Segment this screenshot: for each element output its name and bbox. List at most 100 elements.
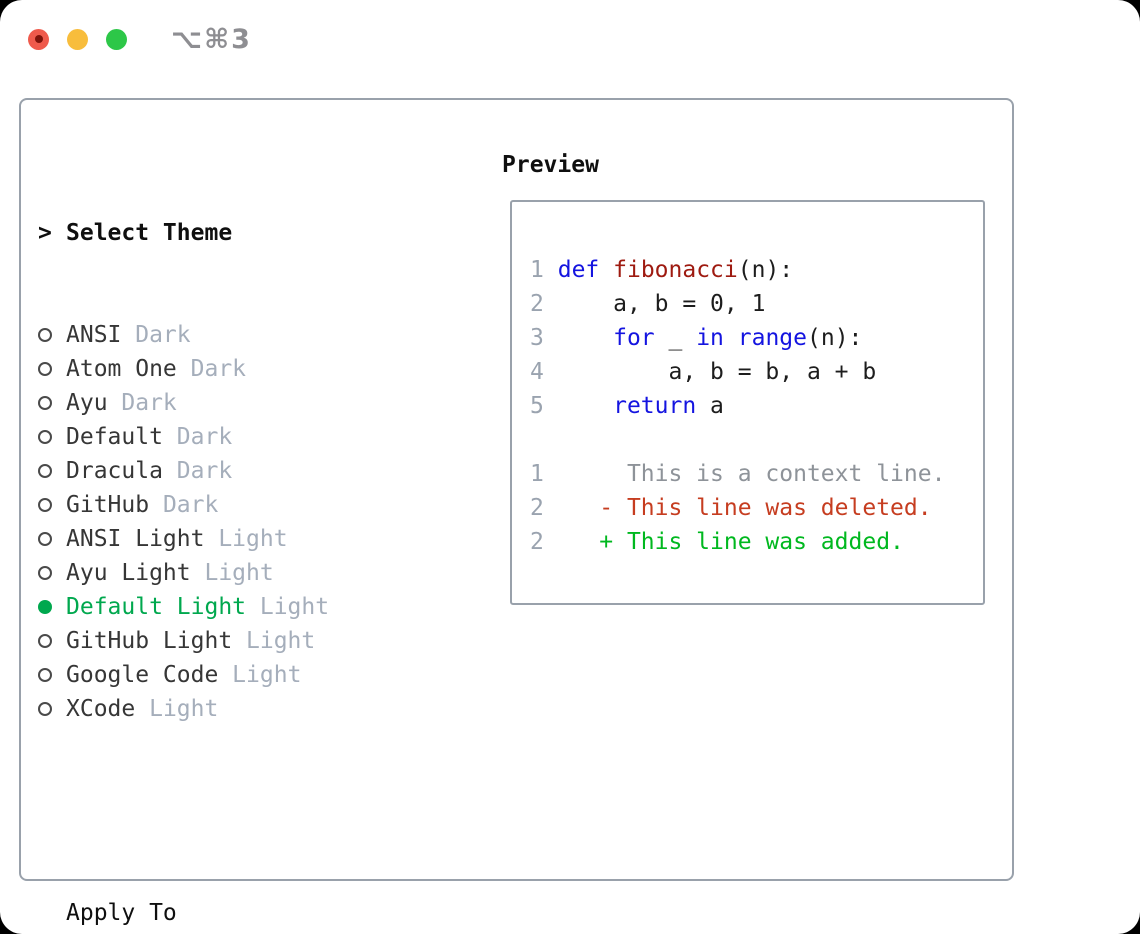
- theme-list-title: Select Theme: [66, 220, 233, 246]
- code-line: 1 def fibonacci(n):: [530, 253, 945, 287]
- theme-name: Default: [66, 424, 163, 450]
- code-line: 2 a, b = 0, 1: [530, 287, 945, 321]
- code-line: 4 a, b = b, a + b: [530, 355, 945, 389]
- diff-line-deleted: 2 - This line was deleted.: [530, 491, 945, 525]
- theme-name: Atom One: [66, 356, 177, 382]
- zoom-button[interactable]: [106, 28, 127, 50]
- diff-line-added: 2 + This line was added.: [530, 525, 945, 559]
- theme-name: XCode: [66, 696, 136, 722]
- theme-variant: Light: [135, 696, 219, 722]
- code-line: 5 return a: [530, 389, 945, 423]
- code-token: _: [654, 325, 697, 351]
- code-token: [724, 325, 738, 351]
- code-token: [599, 257, 613, 283]
- code-token: [558, 325, 613, 351]
- theme-item[interactable]: Dracula Dark: [38, 454, 426, 488]
- radio-icon: [38, 634, 52, 648]
- radio-icon: [38, 430, 52, 444]
- minimize-button[interactable]: [67, 28, 88, 50]
- theme-variant: Dark: [162, 424, 233, 450]
- radio-cell: [38, 430, 66, 444]
- titlebar: ⌥⌘3: [28, 24, 252, 55]
- radio-cell: [38, 634, 66, 648]
- radio-icon: [38, 702, 52, 716]
- theme-item[interactable]: Google Code Light: [38, 658, 426, 692]
- theme-item[interactable]: Default Light Light: [38, 590, 426, 624]
- apply-to-header: Apply To: [38, 896, 426, 930]
- code-token: a, b = b, a + b: [557, 359, 877, 385]
- code-token: [558, 393, 613, 419]
- code-token: (n):: [737, 257, 794, 283]
- line-number: 1: [530, 461, 544, 487]
- theme-name: Dracula: [66, 458, 163, 484]
- code-line: 3 for _ in range(n):: [530, 321, 945, 355]
- theme-variant: Dark: [162, 458, 233, 484]
- blank-line: [530, 423, 945, 457]
- radio-cell: [38, 566, 66, 580]
- theme-name: ANSI Light: [66, 526, 205, 552]
- radio-icon: [38, 362, 52, 376]
- line-number: 2: [530, 495, 544, 521]
- preview-title: Preview: [502, 152, 599, 178]
- diff-text: This is a context line.: [543, 461, 946, 487]
- theme-item[interactable]: Atom One Dark: [38, 352, 426, 386]
- radio-cell: [38, 464, 66, 478]
- theme-name: Default Light: [66, 594, 247, 620]
- theme-name: Ayu: [66, 390, 108, 416]
- theme-name: GitHub Light: [66, 628, 233, 654]
- radio-cell: [38, 600, 66, 614]
- code-token: a: [696, 393, 724, 419]
- theme-variant: Dark: [107, 390, 177, 416]
- code-token: a, b = 0, 1: [557, 291, 766, 317]
- theme-name: GitHub: [66, 492, 150, 518]
- theme-variant: Light: [190, 560, 274, 586]
- line-number: 3: [530, 325, 544, 351]
- diff-text: + This line was added.: [543, 529, 904, 555]
- theme-item[interactable]: ANSI Light Light: [38, 522, 426, 556]
- radio-cell: [38, 362, 66, 376]
- code-token: fibonacci: [613, 257, 738, 283]
- theme-variant: Light: [204, 526, 288, 552]
- apply-to-title: Apply To: [66, 900, 177, 926]
- theme-variant: Dark: [121, 322, 191, 348]
- spacer: [38, 794, 426, 828]
- modified-dot-icon: [34, 35, 43, 43]
- theme-item[interactable]: Ayu Dark: [38, 386, 426, 420]
- radio-icon: [38, 328, 52, 342]
- theme-item[interactable]: ANSI Dark: [38, 318, 426, 352]
- theme-item[interactable]: GitHub Light Light: [38, 624, 426, 658]
- theme-item[interactable]: Default Dark: [38, 420, 426, 454]
- code-token: (n):: [807, 325, 863, 351]
- line-number: 2: [530, 291, 544, 317]
- radio-cell: [38, 498, 66, 512]
- theme-item[interactable]: XCode Light: [38, 692, 426, 726]
- theme-item[interactable]: Ayu Light Light: [38, 556, 426, 590]
- theme-name: Google Code: [66, 662, 219, 688]
- theme-variant: Dark: [149, 492, 219, 518]
- line-number: 1: [530, 257, 544, 283]
- close-button[interactable]: [28, 28, 49, 50]
- theme-item[interactable]: GitHub Dark: [38, 488, 426, 522]
- line-number: 2: [530, 529, 544, 555]
- radio-cell: [38, 328, 66, 342]
- radio-icon: [38, 396, 52, 410]
- radio-selected-icon: [38, 600, 52, 614]
- code-token: for: [613, 325, 655, 351]
- line-number: 4: [530, 359, 544, 385]
- radio-icon: [38, 566, 52, 580]
- radio-cell: [38, 396, 66, 410]
- theme-variant: Light: [218, 662, 302, 688]
- focus-caret-icon: >: [38, 220, 52, 246]
- window-title: ⌥⌘3: [171, 23, 252, 55]
- radio-icon: [38, 668, 52, 682]
- radio-icon: [38, 532, 52, 546]
- theme-list-header: > Select Theme: [38, 216, 426, 250]
- radio-icon: [38, 464, 52, 478]
- theme-variant: Light: [246, 594, 330, 620]
- radio-cell: [38, 532, 66, 546]
- theme-variant: Dark: [176, 356, 247, 382]
- code-token: in: [696, 325, 724, 351]
